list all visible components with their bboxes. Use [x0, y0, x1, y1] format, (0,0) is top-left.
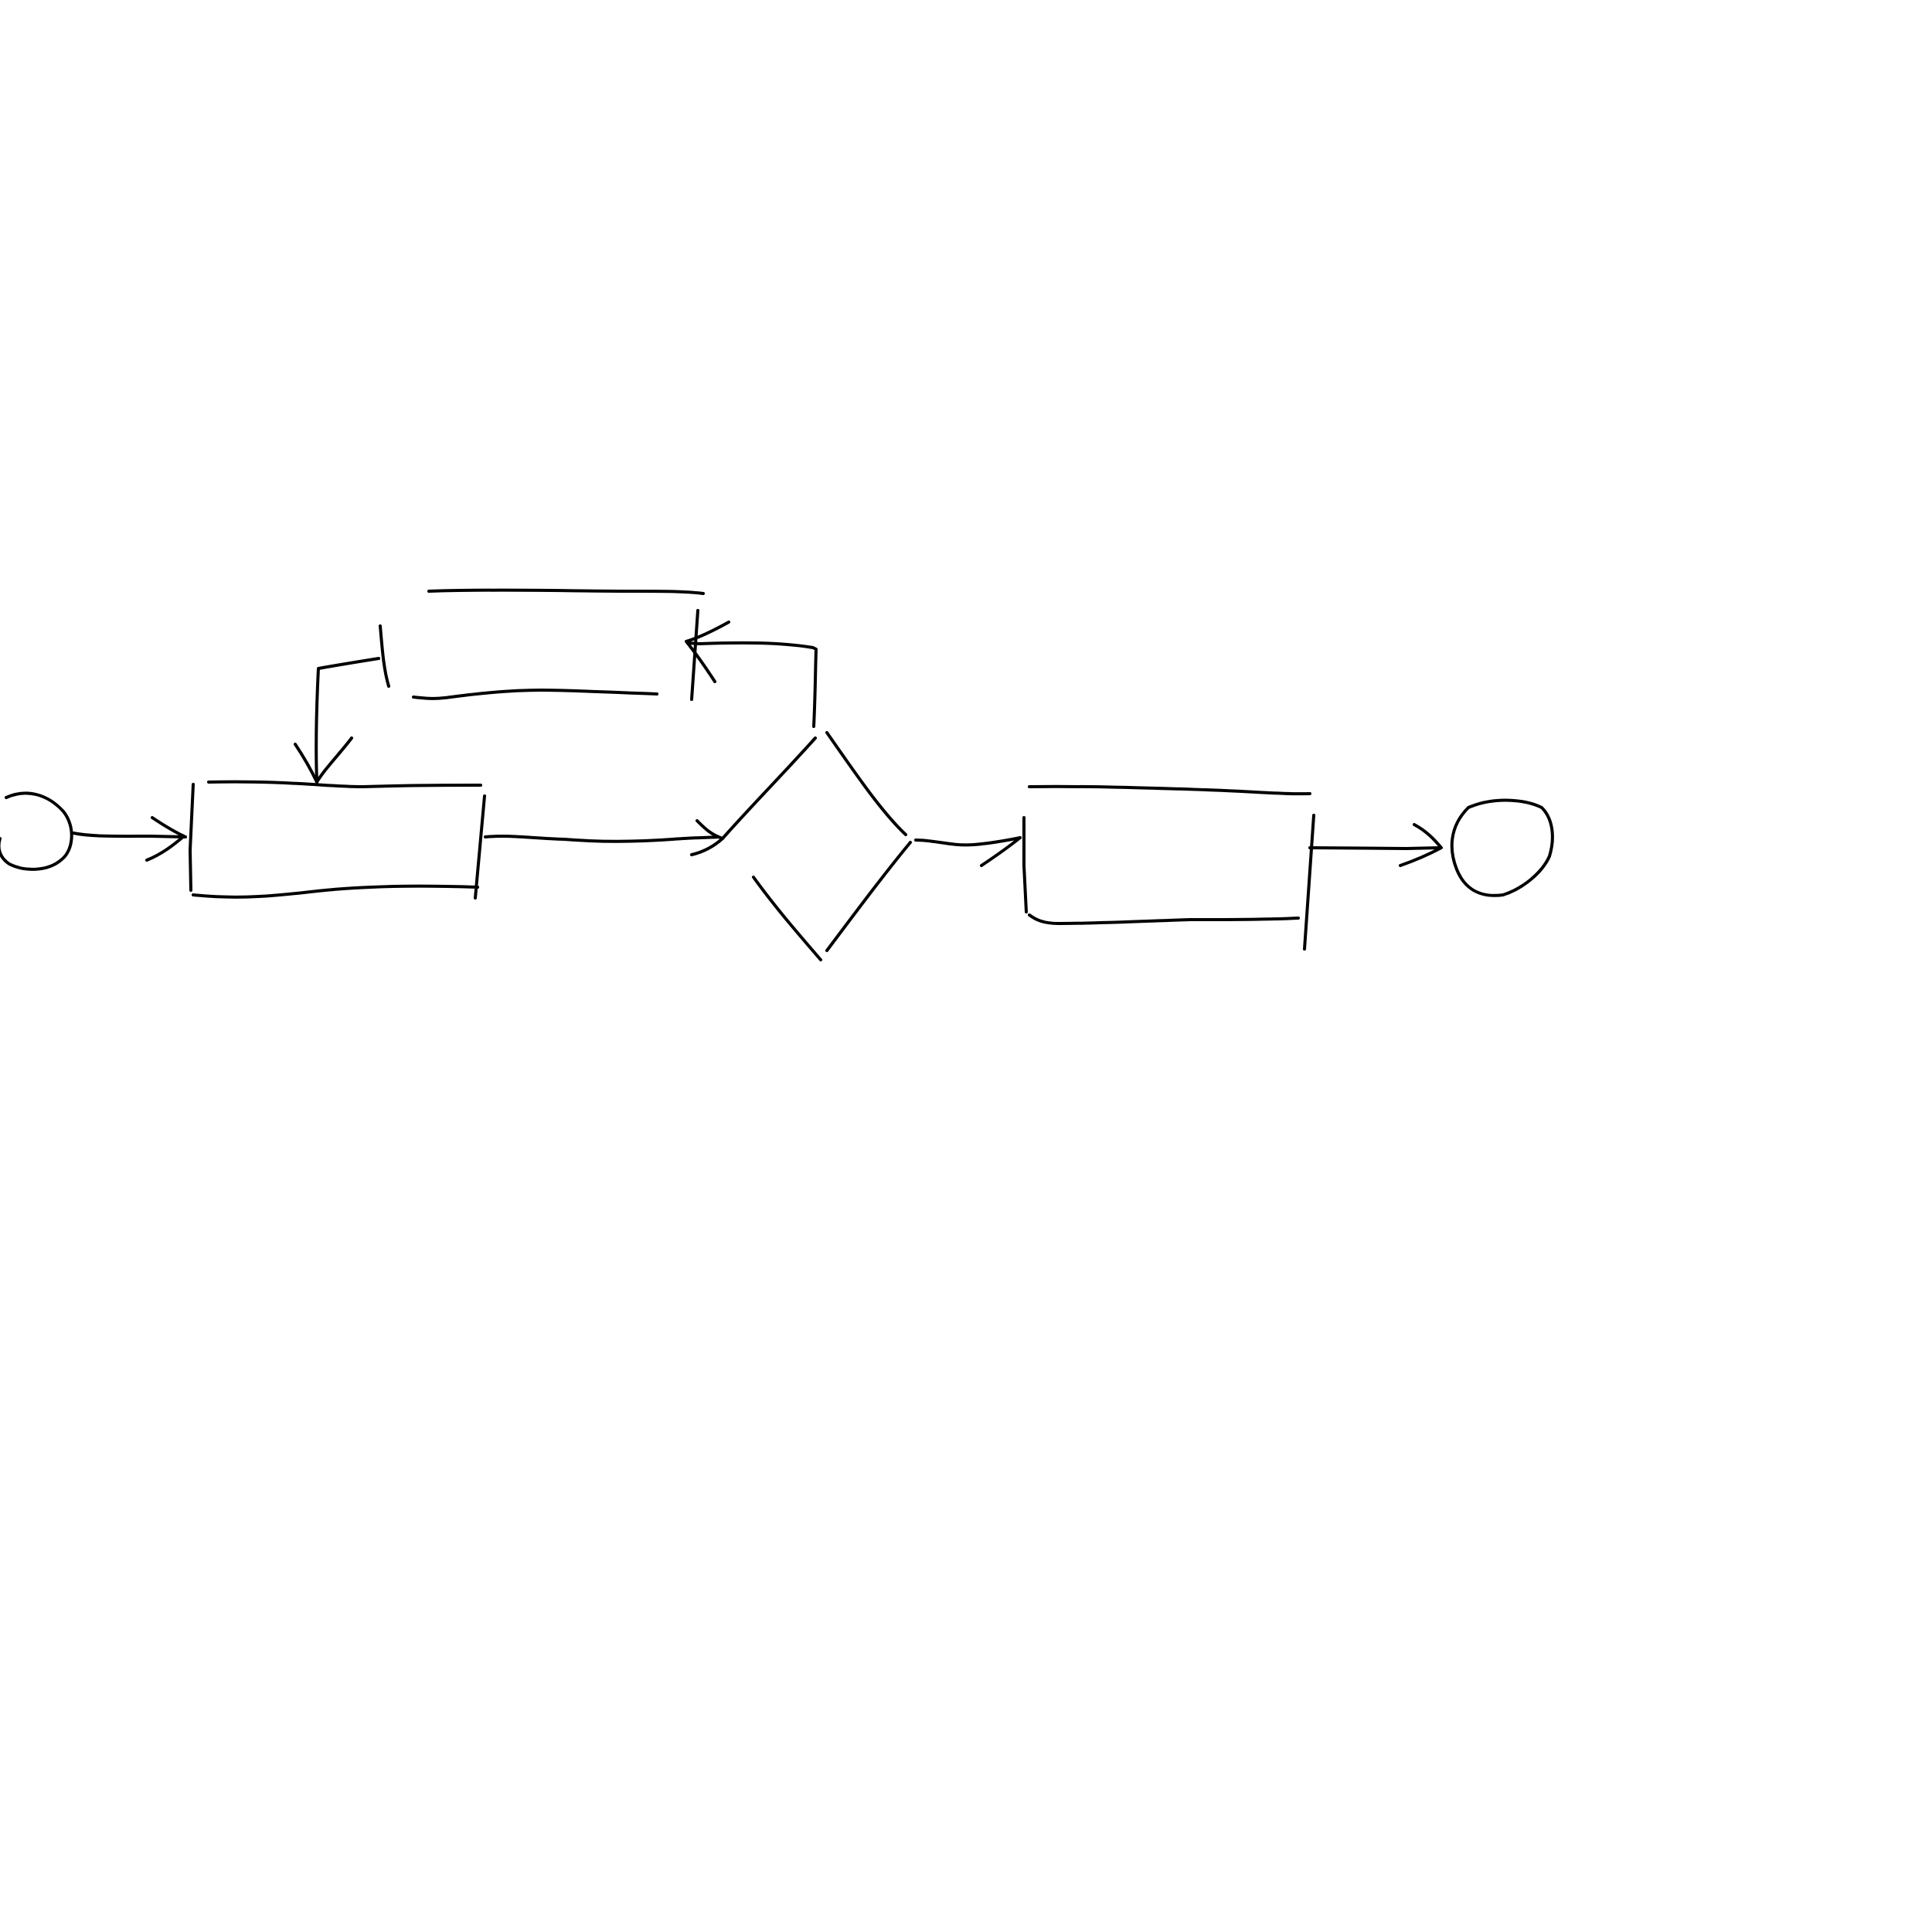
edge-process-1-to-decision — [484, 835, 720, 843]
arrowhead-into-process-1-top — [294, 736, 353, 784]
edge-start-to-process-1 — [72, 832, 187, 838]
arrowhead-into-process-1 — [145, 816, 185, 862]
process-1-box — [189, 780, 486, 900]
edge-loop-box-to-process-1 — [315, 657, 380, 784]
end-node — [1450, 798, 1554, 897]
loop-box — [379, 588, 705, 701]
edge-process-2-to-end — [1308, 846, 1440, 850]
process-2-box — [1022, 784, 1315, 951]
edge-decision-to-process-2 — [914, 836, 1022, 847]
start-node — [0, 791, 73, 871]
edge-decision-to-loop-box — [686, 641, 818, 728]
arrowhead-into-end — [1399, 823, 1443, 867]
arrowhead-into-loop-box — [685, 621, 730, 683]
decision-diamond — [721, 731, 912, 961]
arrowhead-into-process-2 — [980, 836, 1022, 867]
